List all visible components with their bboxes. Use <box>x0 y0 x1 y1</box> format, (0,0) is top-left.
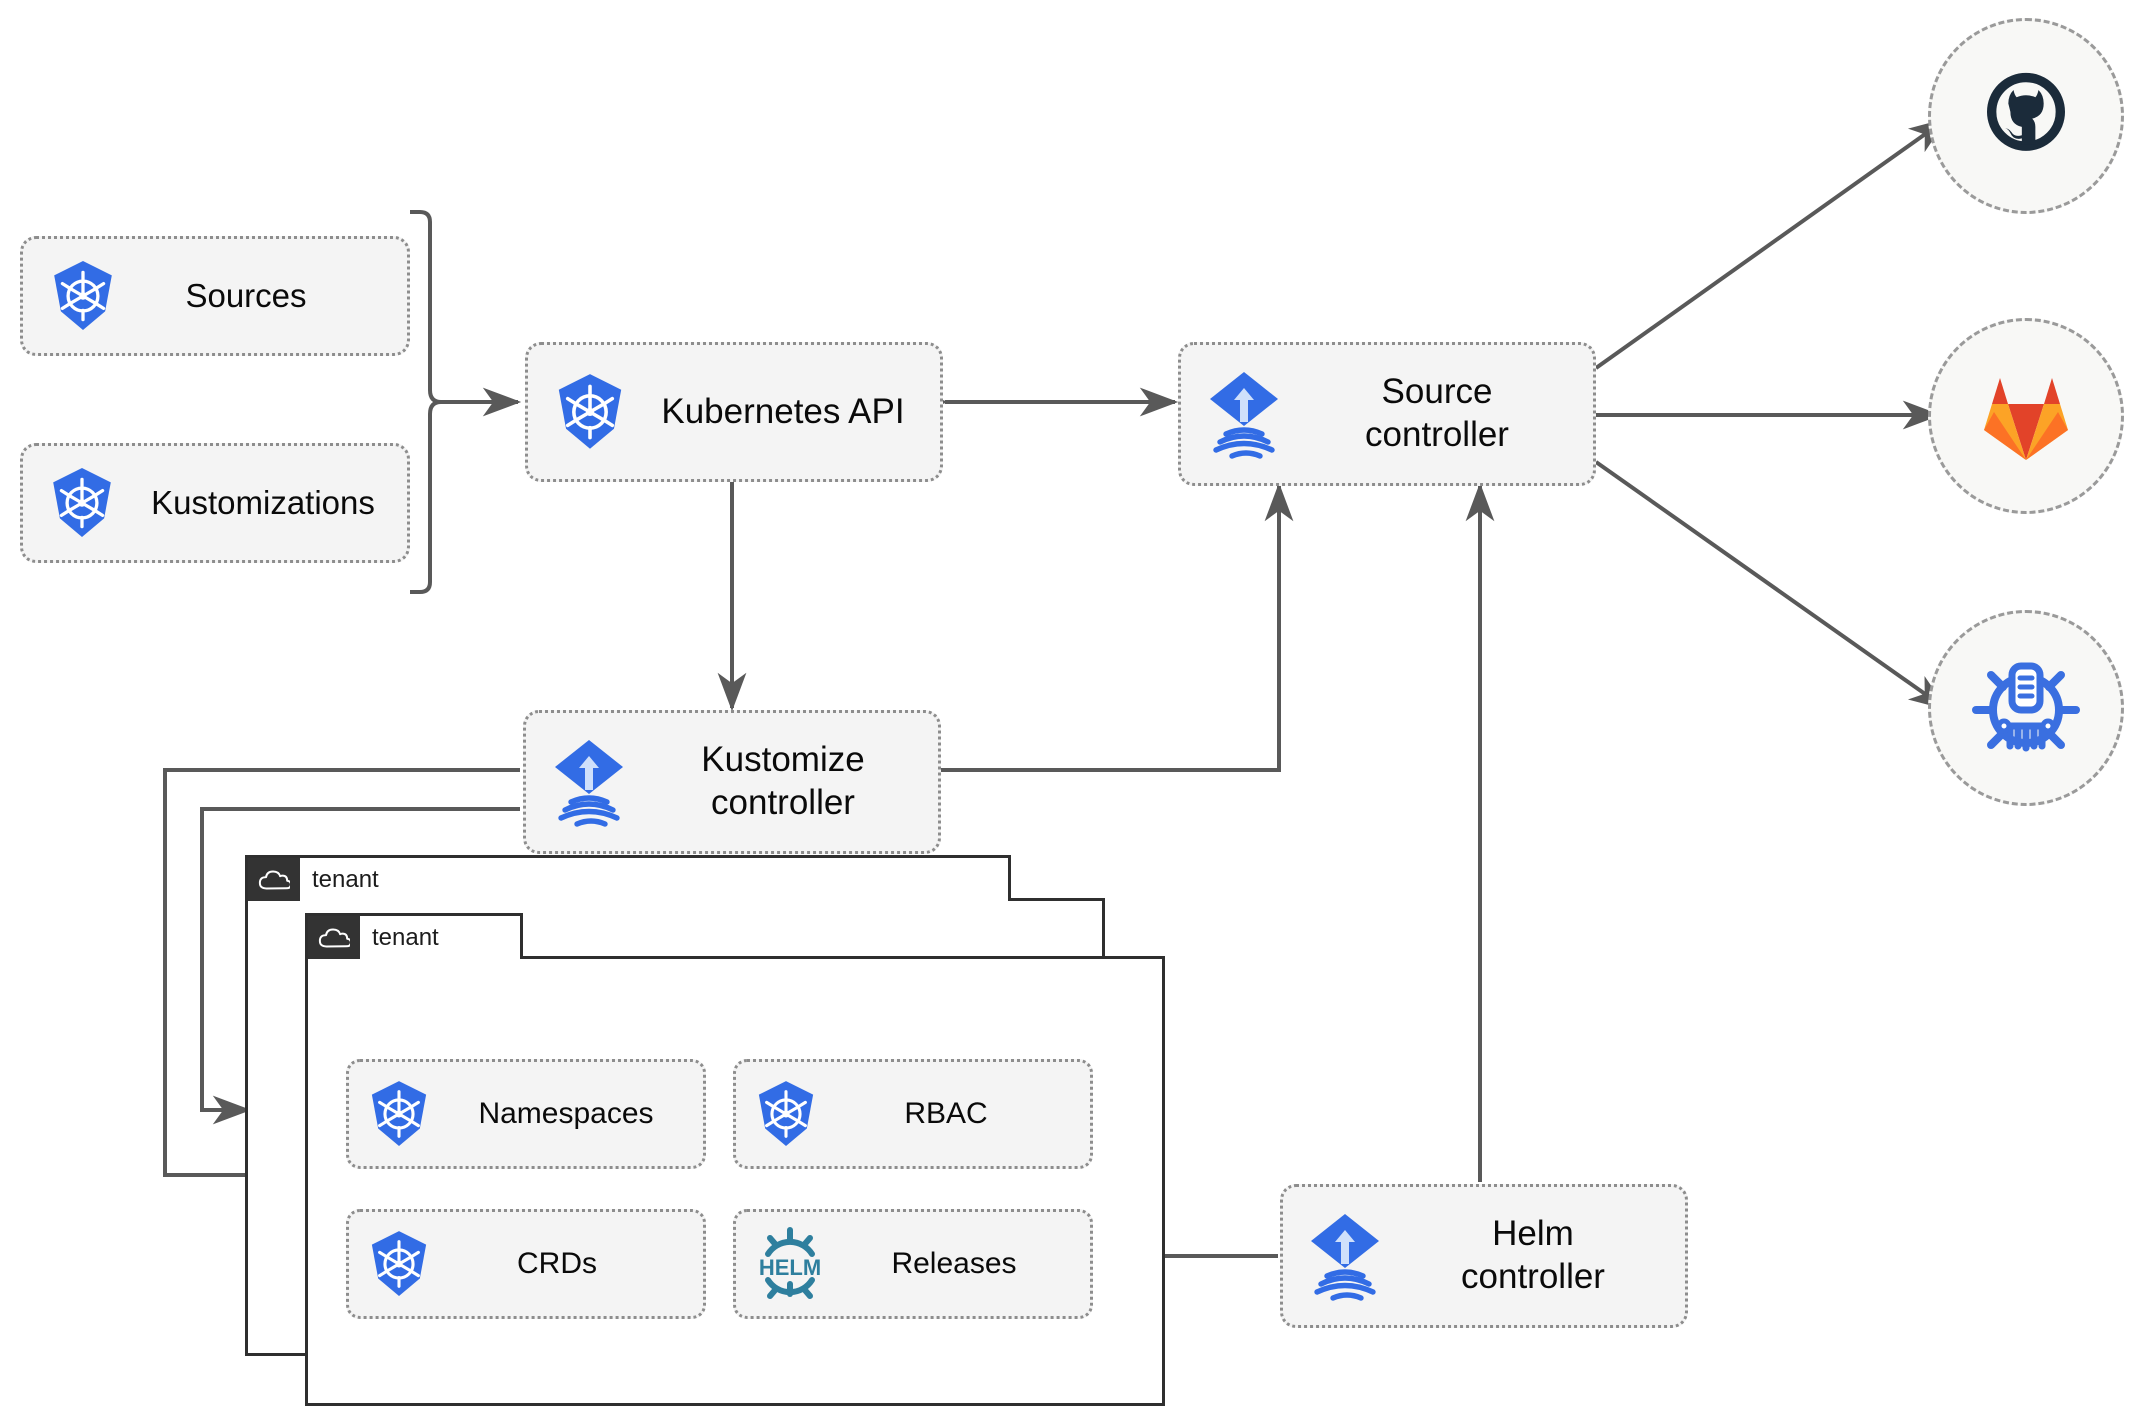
tenant-label: tenant <box>312 865 379 893</box>
edge-kustomize-tenant-back <box>163 768 520 1190</box>
node-label: Kustomize controller <box>701 740 865 822</box>
tenant-container-front[interactable]: tenant Name <box>305 913 1165 1406</box>
gitlab-icon <box>1984 378 2068 460</box>
group-brace <box>410 210 442 594</box>
node-label: Sources <box>185 276 307 314</box>
provider-github[interactable] <box>1928 18 2124 214</box>
provider-gitlab[interactable] <box>1928 318 2124 514</box>
node-rbac[interactable]: RBAC <box>733 1059 1093 1169</box>
tenant-tab-front[interactable]: tenant <box>305 913 523 959</box>
node-source-controller[interactable]: Source controller <box>1178 342 1596 486</box>
provider-helm-repository[interactable] <box>1928 610 2124 806</box>
node-crds[interactable]: CRDs <box>346 1209 706 1319</box>
helm-repository-icon <box>1972 662 2080 752</box>
edge-kustomize-tenant-front <box>200 807 520 1125</box>
edge-kustomize-source <box>940 482 1294 772</box>
helm-icon: HELM <box>736 1226 844 1302</box>
edge-source-github <box>1594 118 1948 370</box>
node-label: Helm controller <box>1461 1214 1605 1296</box>
node-label: CRDs <box>517 1247 597 1280</box>
node-label: Source controller <box>1365 372 1509 454</box>
node-releases[interactable]: HELM Releases <box>733 1209 1093 1319</box>
node-namespaces[interactable]: Namespaces <box>346 1059 706 1169</box>
node-kubernetes-api[interactable]: Kubernetes API <box>525 342 943 482</box>
node-label: Namespaces <box>478 1097 654 1130</box>
node-label: Kubernetes API <box>661 391 905 431</box>
node-kustomize-controller[interactable]: Kustomize controller <box>523 710 941 854</box>
tenant-tab-back[interactable]: tenant <box>245 855 1011 901</box>
node-label: Releases <box>891 1247 1017 1280</box>
flux-icon <box>1181 368 1307 460</box>
node-helm-controller[interactable]: Helm controller <box>1280 1184 1688 1328</box>
node-sources[interactable]: Sources <box>20 236 410 356</box>
flux-icon <box>526 736 652 828</box>
kubernetes-icon <box>23 260 143 332</box>
node-label: RBAC <box>904 1097 988 1130</box>
cloud-icon <box>308 916 360 959</box>
kubernetes-icon <box>23 467 141 539</box>
edge-source-helmrepo <box>1594 460 1948 710</box>
tenant-label: tenant <box>372 923 439 951</box>
kubernetes-icon <box>528 373 652 451</box>
node-label: Kustomizations <box>151 483 375 521</box>
kubernetes-icon <box>349 1080 449 1148</box>
flux-icon <box>1283 1210 1407 1302</box>
svg-text:HELM: HELM <box>759 1255 821 1280</box>
cloud-icon <box>248 858 300 901</box>
github-icon <box>1987 72 2065 151</box>
node-kustomizations[interactable]: Kustomizations <box>20 443 410 563</box>
kubernetes-icon <box>736 1080 836 1148</box>
kubernetes-icon <box>349 1230 449 1298</box>
